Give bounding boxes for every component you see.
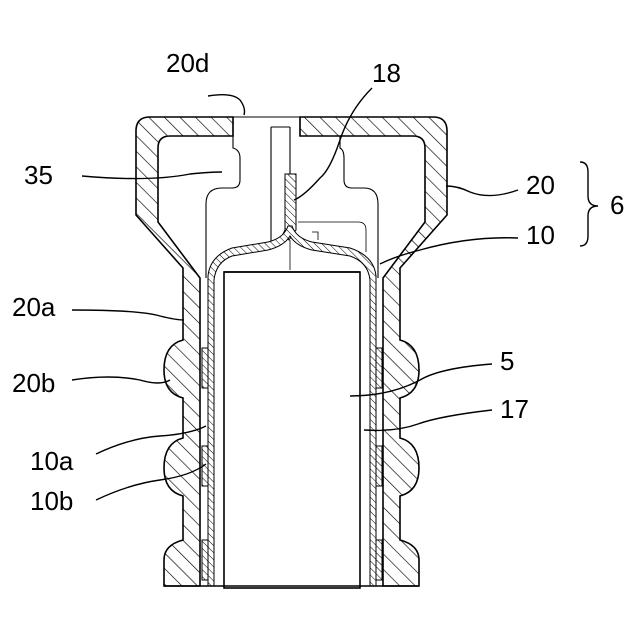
label-5: 5 (500, 346, 514, 376)
label-20a: 20a (12, 292, 56, 322)
label-6: 6 (610, 190, 624, 220)
sleeve-ribs (202, 348, 382, 580)
label-20b: 20b (12, 368, 55, 398)
label-20: 20 (526, 170, 555, 200)
label-10a: 10a (30, 446, 74, 476)
label-18: 18 (372, 58, 401, 88)
label-20d: 20d (166, 48, 209, 78)
inner-sleeve (208, 226, 376, 586)
center-blade (271, 127, 296, 270)
label-35: 35 (24, 160, 53, 190)
label-10b: 10b (30, 486, 73, 516)
label-10: 10 (526, 220, 555, 250)
outer-cap-left-wall (136, 117, 233, 586)
content-body (224, 272, 360, 588)
brace-6 (580, 162, 598, 246)
label-17: 17 (500, 394, 529, 424)
